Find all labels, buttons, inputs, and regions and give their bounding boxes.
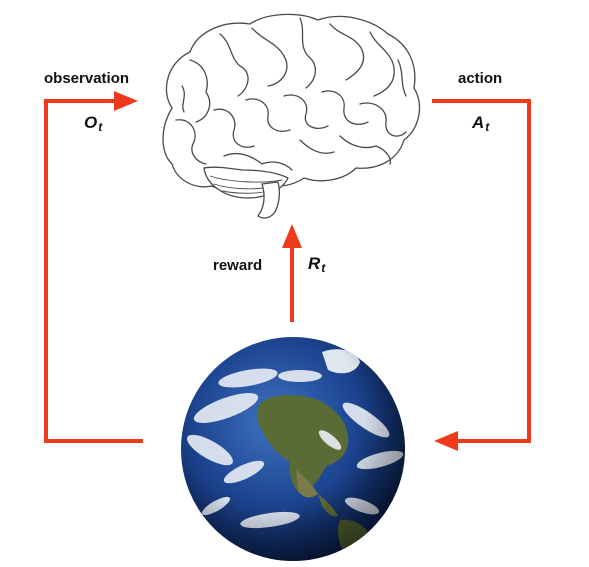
reward-arrow	[282, 224, 302, 322]
observation-arrow	[44, 91, 143, 443]
observation-symbol: Ot	[84, 113, 103, 134]
reward-label: reward	[213, 257, 263, 274]
action-symbol: At	[472, 113, 490, 134]
earth-globe-icon	[181, 337, 405, 561]
observation-label: observation	[44, 70, 130, 87]
action-arrow	[432, 99, 531, 451]
reward-symbol: Rt	[308, 254, 326, 275]
action-label: action	[458, 70, 503, 87]
brain-icon	[162, 13, 421, 219]
